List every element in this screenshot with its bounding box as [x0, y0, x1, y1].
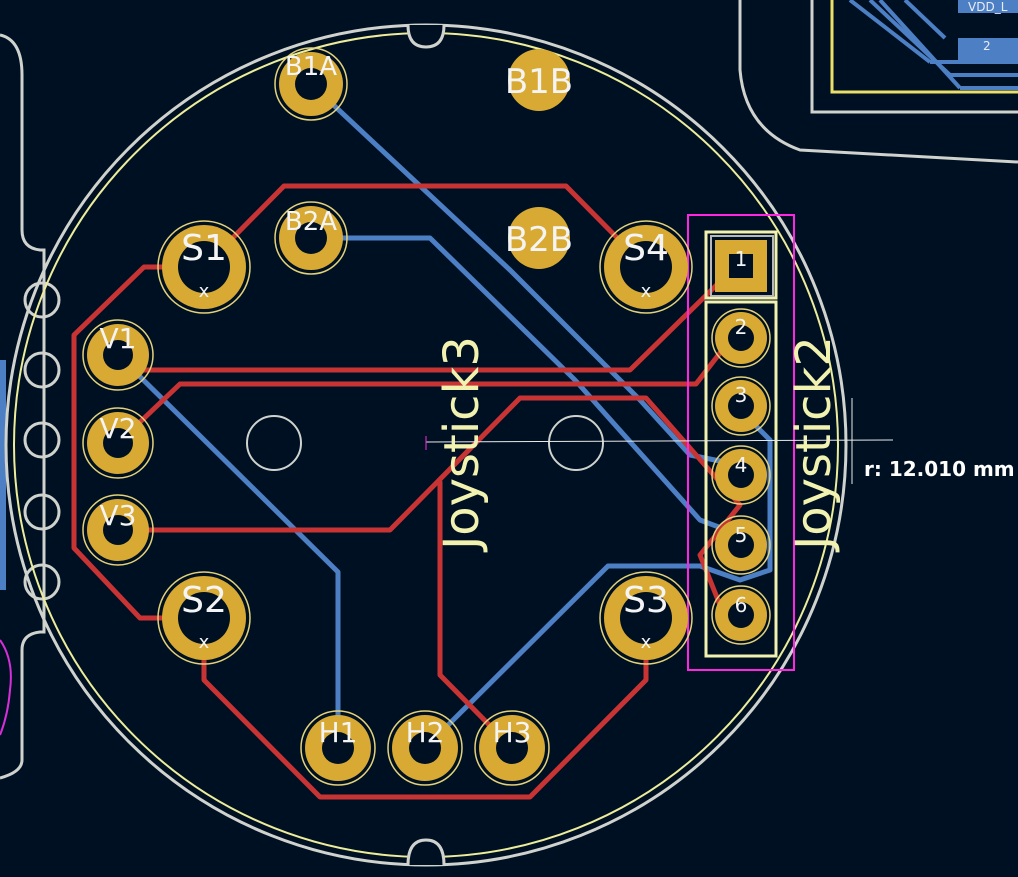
- left-board-edge: [0, 33, 61, 780]
- header-pin-2[interactable]: 2: [711, 308, 771, 368]
- pad-v2[interactable]: V2: [82, 407, 154, 479]
- ref-joystick3: Joystick3: [434, 336, 490, 553]
- header-pin-6-label: 6: [735, 593, 748, 617]
- header-pin1-frame: [704, 230, 778, 300]
- pin-2-label-corner: 2: [983, 39, 991, 53]
- pad-h1[interactable]: H1: [300, 710, 376, 786]
- pad-s3[interactable]: S3 x: [599, 571, 693, 665]
- pad-h2[interactable]: H2: [387, 710, 463, 786]
- vdd-pad[interactable]: [958, 0, 1018, 13]
- header-pin-6[interactable]: 6: [711, 585, 771, 645]
- pad-b2a-label: B2A: [285, 207, 337, 237]
- pad-s4-mark: x: [641, 281, 652, 302]
- ref-joystick2: Joystick2: [786, 336, 842, 553]
- pad-s1-label: S1: [181, 228, 227, 269]
- header-pin-4[interactable]: 4: [711, 445, 771, 505]
- header-pin-1-label: 1: [735, 247, 748, 271]
- corner-component-area: VDD_L 2: [738, 0, 1018, 164]
- pad-s2-mark: x: [199, 632, 210, 653]
- header-pin-3[interactable]: 3: [711, 376, 771, 436]
- pad-v1-label: V1: [100, 322, 137, 355]
- header-pin1-outline: [710, 235, 774, 297]
- pad-s1-mark: x: [199, 281, 210, 302]
- vdd-label: VDD_L: [968, 0, 1008, 14]
- pad-s4-label: S4: [623, 228, 669, 269]
- header-silk-body: [704, 300, 778, 658]
- header-pins: 1 2 3 4 5 6: [711, 240, 771, 645]
- pad-b1a-label: B1A: [285, 52, 337, 82]
- pad-s4[interactable]: S4 x: [599, 220, 693, 314]
- pad-b2b[interactable]: B2B: [505, 207, 573, 269]
- pad-s2[interactable]: S2 x: [157, 571, 251, 665]
- pad-s2-label: S2: [181, 580, 227, 621]
- pad-b1b-label: B1B: [505, 62, 573, 102]
- pad-b1b[interactable]: B1B: [505, 49, 573, 111]
- mounting-hole-left: [246, 415, 302, 471]
- measurement-label: r: 12.010 mm: [864, 457, 1015, 481]
- pad-v1[interactable]: V1: [82, 319, 154, 391]
- pad-b2a[interactable]: B2A: [274, 201, 348, 275]
- header-pin-1[interactable]: 1: [715, 240, 767, 292]
- pad-h3-label: H3: [493, 716, 532, 749]
- mounting-hole-right: [548, 415, 604, 471]
- pad-v3-label: V3: [100, 499, 137, 532]
- pad-v2-label: V2: [100, 412, 137, 445]
- pin-2-pad-corner[interactable]: [958, 38, 1018, 64]
- pad-h1-label: H1: [319, 716, 358, 749]
- pad-s3-mark: x: [641, 632, 652, 653]
- pad-h2-label: H2: [406, 716, 445, 749]
- pad-h3[interactable]: H3: [474, 710, 550, 786]
- header-pin-2-label: 2: [735, 315, 748, 339]
- pad-s3-label: S3: [623, 580, 669, 621]
- pad-b2b-label: B2B: [505, 220, 573, 260]
- board-outline: [4, 23, 848, 867]
- header-pin-3-label: 3: [735, 383, 748, 407]
- thru-hole-pads: B1A B1B B2A B2B S1 x S4 x: [82, 47, 693, 786]
- header-pin-5[interactable]: 5: [711, 515, 771, 575]
- pad-v3[interactable]: V3: [82, 494, 154, 566]
- header-pin-5-label: 5: [735, 523, 748, 547]
- header-courtyard: [687, 214, 795, 671]
- radius-measurement: r: 12.010 mm: [425, 398, 1015, 484]
- header-pin-4-label: 4: [735, 453, 748, 477]
- pad-s1[interactable]: S1 x: [157, 220, 251, 314]
- pad-b1a[interactable]: B1A: [274, 47, 348, 121]
